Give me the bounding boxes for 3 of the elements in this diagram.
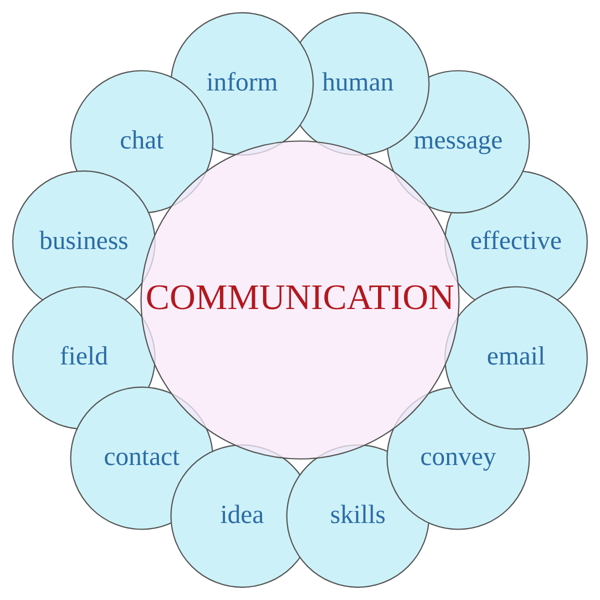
- node-circle: contact: [70, 386, 214, 530]
- node-circle: inform: [170, 12, 314, 156]
- node-circle: convey: [386, 386, 530, 530]
